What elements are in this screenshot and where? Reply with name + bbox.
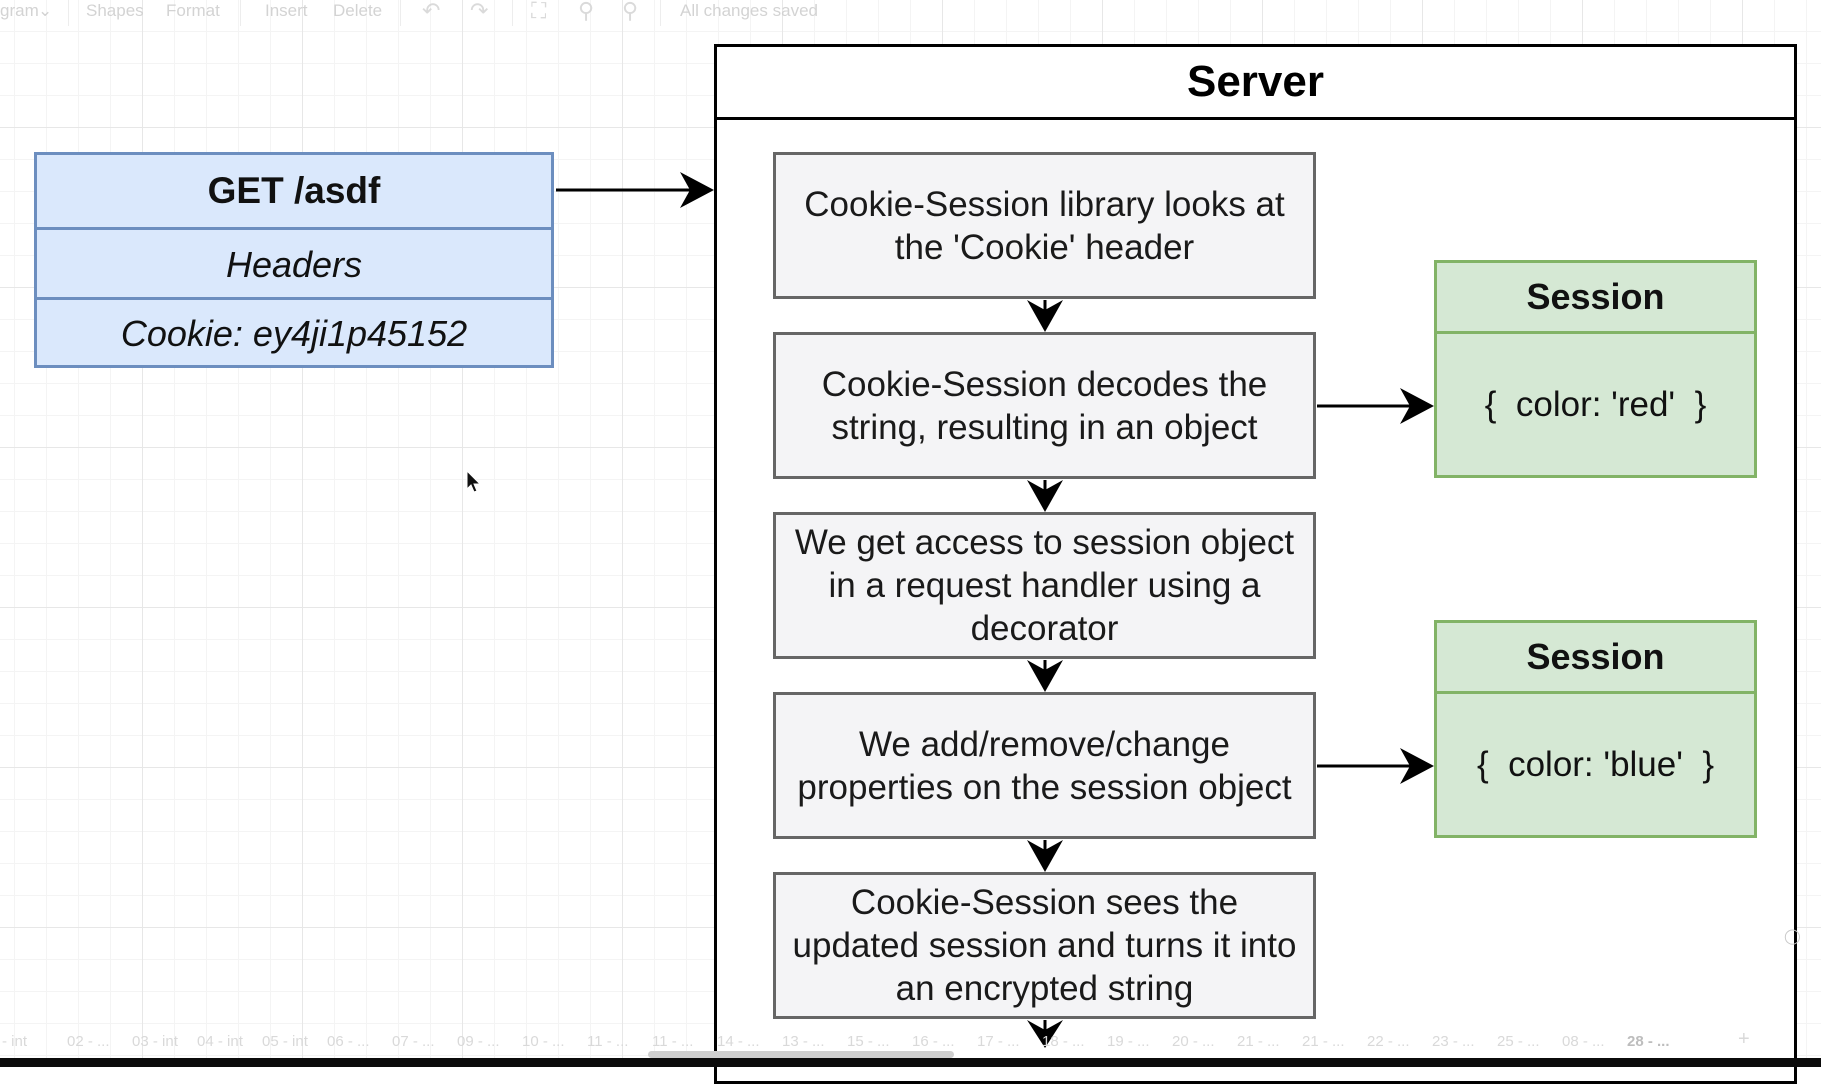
request-cookie: Cookie: ey4ji1p45152 bbox=[37, 297, 551, 368]
page-tab[interactable]: 03 - int bbox=[132, 1033, 178, 1050]
arrowhead bbox=[1027, 480, 1063, 512]
fullscreen-icon[interactable]: ⛶ bbox=[531, 0, 547, 23]
page-tab[interactable]: 11 - ... bbox=[587, 1033, 629, 1050]
step-encrypt-session[interactable]: Cookie-Session sees the updated session … bbox=[773, 872, 1316, 1019]
page-tabs: - int 02 - ... 03 - int 04 - int 05 - int 06 … bbox=[0, 1028, 1821, 1056]
page-tab[interactable]: 13 - ... bbox=[782, 1033, 825, 1050]
server-title: Server bbox=[717, 47, 1794, 120]
arrowhead bbox=[1400, 388, 1434, 424]
page-tab[interactable]: 15 - ... bbox=[847, 1033, 890, 1050]
add-page-button[interactable]: + bbox=[1738, 1028, 1750, 1050]
page-tab[interactable]: 06 - ... bbox=[327, 1033, 370, 1050]
step-modify-session[interactable]: We add/remove/change properties on the s… bbox=[773, 692, 1316, 839]
toolbar: gram ⌄ Shapes Format Insert Delete ↶ ↷ ⛶… bbox=[0, 0, 1821, 26]
page-tab[interactable]: 25 - ... bbox=[1497, 1033, 1540, 1050]
page-tab[interactable]: 09 - ... bbox=[457, 1033, 500, 1050]
page-tab[interactable]: 16 - ... bbox=[912, 1033, 955, 1050]
undo-icon[interactable]: ↶ bbox=[422, 0, 441, 23]
arrowhead bbox=[1027, 840, 1063, 872]
delete-button[interactable]: Delete bbox=[333, 1, 383, 20]
redo-icon[interactable]: ↷ bbox=[470, 0, 489, 23]
arrowhead bbox=[1027, 300, 1063, 332]
window-bottom-edge bbox=[0, 1058, 1821, 1067]
step-access-session[interactable]: We get access to session object in a req… bbox=[773, 512, 1316, 659]
arrowhead bbox=[1027, 1020, 1063, 1048]
zoom-out-icon[interactable]: ⚲ bbox=[622, 0, 639, 23]
insert-menu[interactable]: Insert bbox=[265, 1, 308, 20]
zoom-in-icon[interactable]: ⚲ bbox=[578, 0, 595, 23]
page-tab[interactable]: 22 - ... bbox=[1367, 1033, 1410, 1050]
page-tab[interactable]: - int bbox=[2, 1033, 28, 1050]
request-headers-label: Headers bbox=[37, 227, 551, 300]
page-tab[interactable]: 02 - ... bbox=[67, 1033, 110, 1050]
arrowhead bbox=[680, 172, 714, 208]
save-status: All changes saved bbox=[680, 1, 818, 20]
watermark-logo: ◯ bbox=[1784, 928, 1801, 945]
page-tab[interactable]: 20 - ... bbox=[1172, 1033, 1215, 1050]
page-tab[interactable]: 21 - ... bbox=[1302, 1033, 1345, 1050]
page-tab[interactable]: 14 - ... bbox=[717, 1033, 760, 1050]
page-tab[interactable]: 10 - ... bbox=[522, 1033, 565, 1050]
request-box[interactable]: GET /asdf Headers Cookie: ey4ji1p45152 bbox=[34, 152, 554, 368]
step-read-cookie[interactable]: Cookie-Session library looks at the 'Coo… bbox=[773, 152, 1316, 299]
diagram-menu[interactable]: gram bbox=[0, 1, 39, 20]
session-red[interactable]: Session { color: 'red' } bbox=[1434, 260, 1757, 478]
arrowhead bbox=[1400, 748, 1434, 784]
session-body: { color: 'red' } bbox=[1484, 384, 1707, 424]
session-blue[interactable]: Session { color: 'blue' } bbox=[1434, 620, 1757, 838]
page-tab[interactable]: 19 - ... bbox=[1107, 1033, 1150, 1050]
page-tab[interactable]: 07 - ... bbox=[392, 1033, 435, 1050]
session-title: Session bbox=[1437, 623, 1754, 694]
page-tab[interactable]: 28 - ... bbox=[1627, 1033, 1670, 1050]
session-body: { color: 'blue' } bbox=[1476, 744, 1715, 784]
page-tab[interactable]: 04 - int bbox=[197, 1033, 243, 1050]
page-tab[interactable]: 11 - ... bbox=[652, 1033, 694, 1050]
horizontal-scrollbar[interactable] bbox=[648, 1051, 954, 1058]
page-tab[interactable]: 05 - int bbox=[262, 1033, 308, 1050]
page-tab[interactable]: 23 - ... bbox=[1432, 1033, 1475, 1050]
mouse-cursor-icon bbox=[466, 470, 482, 493]
step-decode-string[interactable]: Cookie-Session decodes the string, resul… bbox=[773, 332, 1316, 479]
tab-format[interactable]: Format bbox=[166, 1, 220, 20]
request-title: GET /asdf bbox=[207, 170, 381, 211]
chevron-down-icon: ⌄ bbox=[38, 1, 53, 20]
tab-shapes[interactable]: Shapes bbox=[86, 1, 144, 20]
session-title: Session bbox=[1437, 263, 1754, 334]
page-tab[interactable]: 18 - ... bbox=[1042, 1033, 1085, 1050]
page-tab[interactable]: 21 - ... bbox=[1237, 1033, 1280, 1050]
arrowhead bbox=[1027, 660, 1063, 692]
page-tab[interactable]: 08 - ... bbox=[1562, 1033, 1605, 1050]
page-tab[interactable]: 17 - ... bbox=[977, 1033, 1020, 1050]
